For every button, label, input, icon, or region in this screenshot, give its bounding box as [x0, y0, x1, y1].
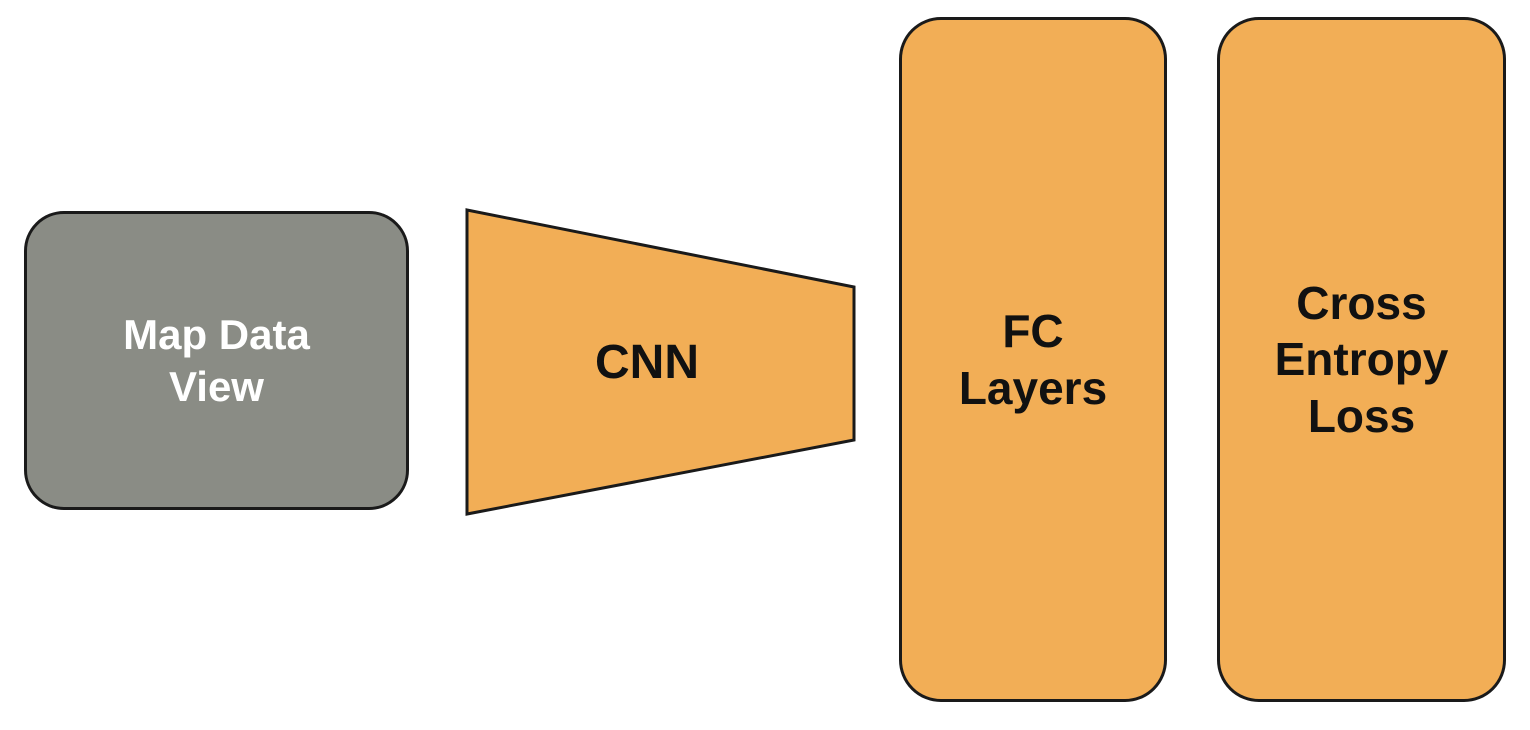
node-map-data-view-label: Map Data View	[123, 311, 310, 410]
node-cnn[interactable]	[464, 207, 858, 517]
node-map-data-view[interactable]: Map Data View	[24, 211, 409, 510]
node-fc-layers-label: FC Layers	[958, 305, 1108, 414]
node-cross-entropy-loss[interactable]: Cross Entropy Loss	[1217, 17, 1506, 702]
cnn-trapezoid-shape[interactable]	[465, 208, 856, 516]
node-fc-layers[interactable]: FC Layers	[899, 17, 1167, 702]
node-cross-entropy-loss-label: Cross Entropy Loss	[1274, 277, 1449, 442]
